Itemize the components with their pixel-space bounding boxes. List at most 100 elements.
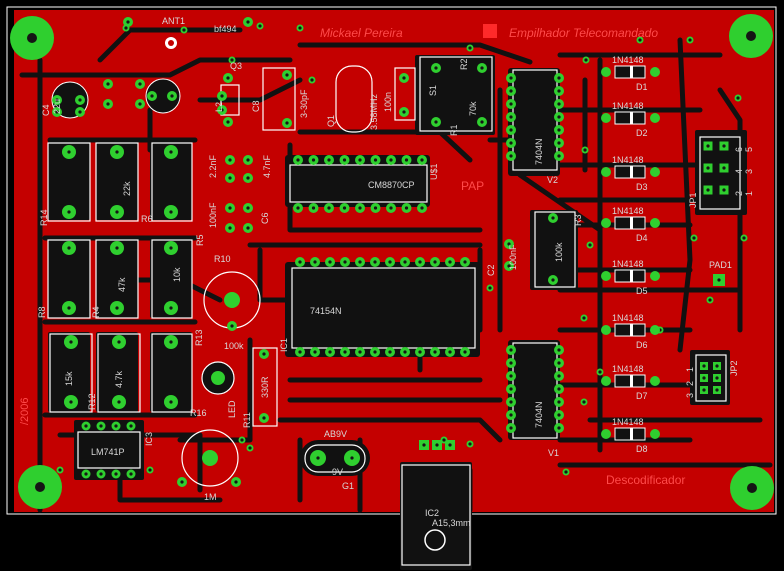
pad-drill	[226, 76, 230, 80]
pad-drill	[220, 94, 224, 98]
pad-drill	[182, 28, 186, 32]
pad-drill	[557, 154, 561, 158]
pad-drill	[507, 264, 511, 268]
label-r4k7: 4.7k	[114, 370, 124, 388]
pad-drill	[342, 206, 347, 210]
label-r4: R4	[91, 306, 101, 318]
label-battery: AB9V	[324, 429, 347, 439]
pad-drill	[313, 350, 317, 354]
pad-drill	[84, 472, 88, 476]
pad-drill	[115, 306, 119, 310]
diode-cathode-band	[630, 66, 633, 78]
label-r10k: 10k	[172, 267, 182, 282]
pad-drill	[169, 246, 173, 250]
label-ic1: IC1	[279, 338, 289, 352]
pad-drill	[285, 121, 289, 125]
jp2-pin-labels: 1 3 2	[685, 367, 695, 398]
pad-drill	[246, 176, 250, 180]
pad-drill	[169, 306, 173, 310]
pad-drill	[285, 73, 289, 77]
diode-pad	[650, 167, 660, 177]
pad-drill	[420, 158, 424, 162]
pad-drill	[248, 446, 252, 450]
pad-drill	[722, 166, 726, 170]
pad-drill	[418, 260, 422, 264]
diode-pad	[650, 67, 660, 77]
pad-drill	[433, 350, 437, 354]
diode-part-label: 1N4148	[612, 206, 644, 216]
pad-drill	[715, 376, 719, 380]
pad-drill	[557, 426, 561, 430]
label-ant1: ANT1	[162, 16, 185, 26]
pad-drill	[240, 438, 244, 442]
pad-drill	[638, 38, 642, 42]
label-s1: S1	[428, 85, 438, 96]
pad-drill	[234, 480, 238, 484]
label-crystal: 3.58MHz	[369, 93, 379, 130]
label-ic-dtmf: CM8870CP	[368, 180, 415, 190]
pad-drill	[298, 350, 302, 354]
diode-part-label: 1N4148	[612, 101, 644, 111]
pad-drill	[262, 416, 266, 420]
label-ic-dec: 74154N	[310, 306, 342, 316]
pad-drill	[106, 102, 110, 106]
diode-ref-label: D8	[636, 444, 648, 454]
ic-outlines	[47, 56, 741, 566]
pad-drill	[129, 424, 133, 428]
date-label: /2006	[19, 397, 31, 425]
pad-drill	[327, 206, 331, 210]
pad-drill	[388, 350, 392, 354]
pad-drill	[433, 260, 437, 264]
pad-drill	[404, 206, 409, 210]
clearance-layer	[48, 55, 747, 570]
pad-drill	[434, 66, 438, 70]
pad-drill	[228, 158, 232, 162]
label-r1: R1	[449, 124, 459, 136]
pad-drill	[557, 413, 561, 417]
pad-drill	[557, 76, 561, 80]
label-r13: R13	[194, 329, 204, 346]
pad-drill	[67, 210, 71, 214]
pad-drill	[258, 24, 262, 28]
jp1-pin-1: 1	[744, 191, 754, 196]
pad-drill	[403, 260, 407, 264]
pad-drill	[448, 443, 452, 447]
trim-pots	[51, 78, 446, 551]
diode-cathode-band	[630, 270, 633, 282]
pad-drill	[311, 206, 316, 210]
pad-drill	[262, 352, 266, 356]
pad-drill	[311, 158, 316, 162]
pad-drill	[509, 426, 513, 430]
pad-drill	[509, 128, 513, 132]
pad-drill	[388, 260, 392, 264]
label-r5: R5	[195, 234, 205, 246]
pad-drill	[582, 316, 586, 320]
diode-ref-label: D7	[636, 391, 648, 401]
pad-drill	[358, 158, 362, 162]
pad-drill	[58, 468, 62, 472]
pad-drill	[228, 176, 232, 180]
diode-pad	[650, 113, 660, 123]
mounting-holes	[10, 14, 774, 510]
pad-drill	[598, 370, 602, 374]
label-c4-val: 22u	[52, 99, 62, 114]
pad-drill	[715, 364, 719, 368]
diode-pad	[601, 429, 611, 439]
pad-drill	[69, 400, 73, 404]
pad-drill	[358, 350, 362, 354]
pad-drill	[148, 468, 152, 472]
label-c6: C6	[260, 212, 270, 224]
pad-drill	[403, 350, 407, 354]
label-r47k: 47k	[117, 277, 127, 292]
pad-drill	[551, 278, 555, 282]
pad-drill	[557, 115, 561, 119]
label-r3: R3	[573, 214, 583, 226]
pad-drill	[509, 361, 513, 365]
pad-drill	[509, 76, 513, 80]
label-r16: R16	[190, 408, 207, 418]
label-ic-not1: 7404N	[534, 138, 544, 165]
